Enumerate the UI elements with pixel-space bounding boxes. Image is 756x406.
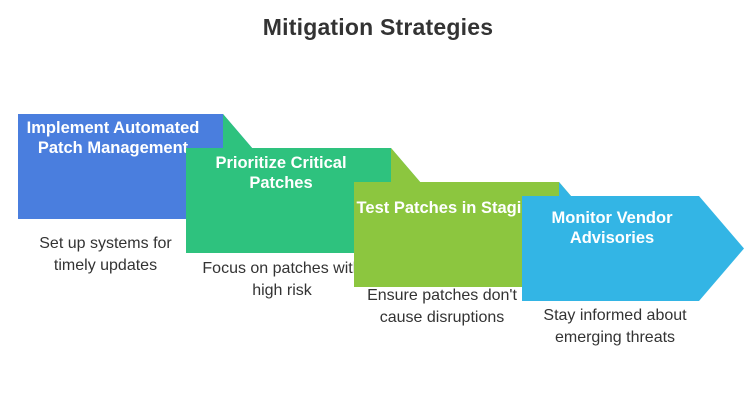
stage-4-caption: Stay informed about emerging threats <box>543 307 687 346</box>
stage-2-caption: Focus on patches with high risk <box>202 260 362 299</box>
stage-3-caption: Ensure patches don't cause disruptions <box>367 287 517 326</box>
page-title: Mitigation Strategies <box>262 14 494 40</box>
stage-4-chevron <box>522 196 744 301</box>
stage-1-caption: Set up systems for timely updates <box>39 235 172 274</box>
